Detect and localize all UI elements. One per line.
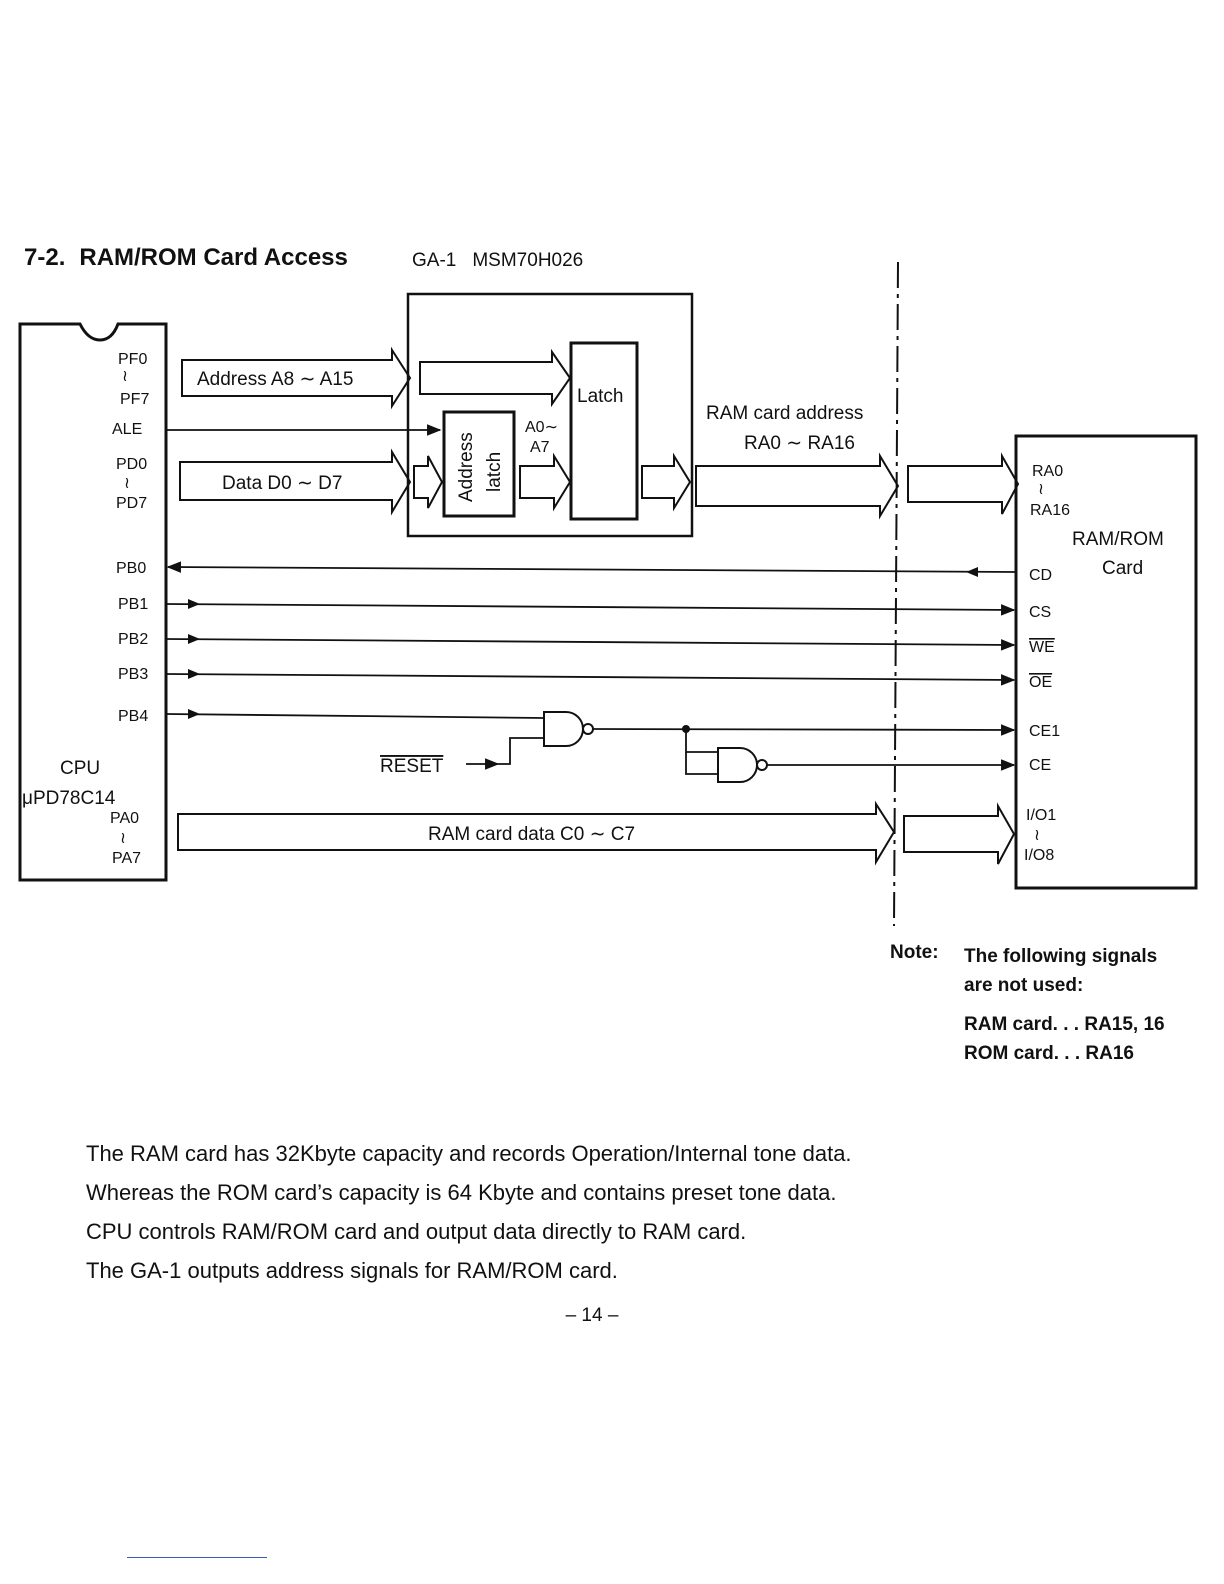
- cpu-pin-pb2: PB2: [118, 631, 148, 648]
- footnote-rule: [127, 1557, 267, 1558]
- address-bus-label: Address A8 ∼ A15: [197, 369, 353, 390]
- nand-gate-2: [717, 747, 758, 783]
- cpu-pin-pb0: PB0: [116, 560, 146, 577]
- gate-array-part: MSM70H026: [472, 250, 584, 271]
- cpu-block: [18, 322, 168, 882]
- cpu-pin-pf7: PF7: [120, 391, 149, 408]
- note-line-1: The following signals: [964, 946, 1158, 967]
- card-pin-io1: I/O1: [1026, 807, 1056, 824]
- card-pin-ra0: RA0: [1032, 463, 1063, 480]
- latch-out-label-2: A7: [530, 439, 550, 456]
- pb0-cd-line: [166, 561, 1017, 573]
- cpu-pin-pb4: PB4: [118, 708, 148, 725]
- section-heading: 7-2. RAM/ROM Card Access: [24, 244, 348, 272]
- card-address-label-2: RA0 ∼ RA16: [744, 433, 855, 454]
- body-line-1: The RAM card has 32Kbyte capacity and re…: [86, 1141, 852, 1166]
- data-bus-arrow: [179, 448, 412, 516]
- note-line-2: are not used:: [964, 975, 1084, 996]
- card-data-label: RAM card data C0 ∼ C7: [428, 824, 635, 845]
- cpu-pin-pd0: PD0: [116, 456, 147, 473]
- pb0-mid-arrowhead: [966, 567, 978, 577]
- cpu-pin-pd7: PD7: [116, 495, 147, 512]
- address-latch-label-2: latch: [484, 452, 505, 492]
- card-data-input-arrow: [903, 802, 1016, 865]
- cpu-pin-range-pa: ≀: [120, 830, 126, 847]
- pb3-oe-line: [165, 673, 1016, 686]
- address-latch-block: [442, 410, 516, 518]
- cpu-pin-pa7: PA7: [112, 850, 141, 867]
- pb2-mid-arrowhead: [188, 634, 200, 644]
- reset-line: [498, 737, 544, 765]
- nand-gate-2-input-a: [685, 729, 718, 753]
- section-title: RAM/ROM Card Access: [79, 244, 348, 271]
- cpu-pin-pb1: PB1: [118, 596, 148, 613]
- cpu-pin-range-pf: ≀: [122, 368, 128, 385]
- pb2-we-line: [165, 638, 1016, 651]
- section-number: 7-2.: [24, 244, 66, 271]
- card-pin-ce1: CE1: [1029, 723, 1060, 740]
- nand-gate-1: [543, 711, 584, 747]
- cpu-part: μPD78C14: [22, 788, 116, 809]
- address-latch-output-arrow: [519, 452, 572, 512]
- address-latch-input-arrow: [413, 455, 444, 509]
- card-pin-we: WE: [1029, 639, 1055, 656]
- card-address-label-1: RAM card address: [706, 403, 863, 424]
- card-address-bus-arrow: [695, 452, 900, 520]
- card-pin-ce: CE: [1029, 757, 1051, 774]
- block-diagram: PF0 ≀ PF7 ALE PD0 ≀ PD7 PB0 PB1 PB2 PB3 …: [18, 261, 1198, 927]
- gate-array-block: [406, 292, 694, 538]
- card-pin-range-ra: ≀: [1038, 481, 1044, 498]
- cpu-pin-pb3: PB3: [118, 666, 148, 683]
- nand-gate-1-bubble: [582, 723, 594, 735]
- card-pin-cd: CD: [1029, 567, 1052, 584]
- body-line-3: CPU controls RAM/ROM card and output dat…: [86, 1219, 747, 1244]
- card-address-input-arrow: [907, 452, 1020, 515]
- latch-out-label-1: A0∼: [525, 419, 558, 436]
- note-label: Note:: [890, 942, 939, 963]
- card-block: [1014, 434, 1198, 890]
- address-bus-arrow: [181, 346, 412, 410]
- pb1-cs-line: [165, 603, 1016, 616]
- nand-gate-2-input-b: [685, 752, 718, 775]
- card-name-1: RAM/ROM: [1072, 529, 1164, 550]
- page-number: – 14 –: [565, 1305, 619, 1326]
- ce1-line: [592, 724, 1016, 736]
- nand-gate-2-bubble: [756, 759, 768, 771]
- address-latch-label-1: Address: [456, 432, 477, 502]
- card-pin-ra16: RA16: [1030, 502, 1070, 519]
- card-pin-range-io: ≀: [1034, 827, 1040, 844]
- latch-input-arrow: [419, 348, 572, 408]
- note-rom: ROM card. . . RA16: [964, 1043, 1134, 1064]
- note-ram: RAM card. . . RA15, 16: [964, 1014, 1165, 1035]
- pb4-line: [165, 713, 545, 719]
- card-pin-oe: OE: [1029, 674, 1052, 691]
- cpu-name: CPU: [60, 758, 100, 779]
- card-data-bus-arrow: [177, 800, 896, 866]
- card-pin-cs: CS: [1029, 604, 1051, 621]
- connector-boundary: [893, 261, 899, 927]
- card-pin-io8: I/O8: [1024, 847, 1054, 864]
- gate-array-name: GA-1: [412, 250, 457, 271]
- note-items: RAM card. . . RA15, 16 ROM card. . . RA1…: [964, 1010, 1165, 1068]
- body-line-2: Whereas the ROM card’s capacity is 64 Kb…: [86, 1180, 837, 1205]
- pb3-mid-arrowhead: [188, 669, 200, 679]
- gate-array-label: GA-1 MSM70H026: [412, 250, 599, 272]
- card-name-2: Card: [1102, 558, 1143, 579]
- latch-label: Latch: [577, 386, 623, 407]
- pb1-mid-arrowhead: [188, 599, 200, 609]
- cpu-pin-range-pd: ≀: [124, 475, 130, 492]
- pb4-mid-arrowhead: [188, 709, 200, 719]
- latch-block: [569, 341, 639, 521]
- data-bus-label: Data D0 ∼ D7: [222, 473, 342, 494]
- latch-output-arrow: [641, 452, 692, 512]
- body-paragraph: The RAM card has 32Kbyte capacity and re…: [86, 1134, 852, 1290]
- note-text: The following signals are not used:: [964, 942, 1157, 1000]
- cpu-pin-ale: ALE: [112, 421, 142, 438]
- body-line-4: The GA-1 outputs address signals for RAM…: [86, 1258, 618, 1283]
- cpu-pin-pf0: PF0: [118, 351, 147, 368]
- reset-label: RESET: [380, 756, 444, 777]
- cpu-pin-pa0: PA0: [110, 810, 139, 827]
